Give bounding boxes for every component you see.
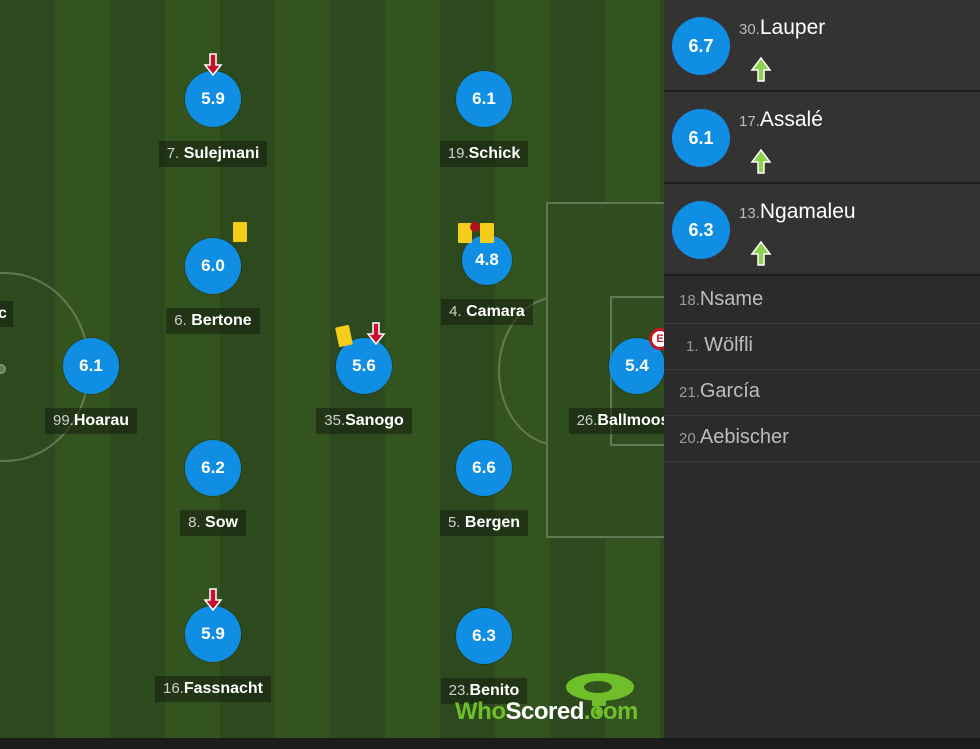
rating-badge: 6.3 <box>456 608 512 664</box>
arrow-up-icon <box>750 148 772 174</box>
player-camara[interactable]: 4.8 4. Camara <box>407 222 567 325</box>
arrow-down-icon <box>366 322 386 346</box>
sub-name: 17.Assalé <box>739 108 823 131</box>
player-benito[interactable]: 6.3 23.Benito <box>404 608 564 704</box>
player-schick[interactable]: 6.1 19.Schick <box>404 71 564 167</box>
player-bertone[interactable]: 6.0 6. Bertone <box>133 222 293 334</box>
player-name-label: 26.Ballmoos <box>568 408 664 434</box>
player-name-label: 99.Hoarau <box>45 408 137 434</box>
rating-badge: 6.1 <box>63 338 119 394</box>
whoscored-logo: WhoScored.com <box>455 668 655 732</box>
rating-badge: 6.1 <box>672 109 730 167</box>
bench-name: 21.García <box>679 380 760 402</box>
player-name-label: 5. Bergen <box>439 510 529 536</box>
yellow-card-icon <box>335 324 353 348</box>
center-spot <box>0 364 6 374</box>
rating-badge: 6.6 <box>456 440 512 496</box>
bench-name: 20.Aebischer <box>679 426 789 448</box>
rating-badge: 5.6 <box>336 338 392 394</box>
rating-badge: 6.2 <box>185 440 241 496</box>
arrow-down-icon <box>203 53 223 77</box>
rating-badge: 5.9 <box>185 71 241 127</box>
player-sanogo[interactable]: 5.6 35.Sanogo <box>284 322 444 434</box>
player-bergen[interactable]: 6.6 5. Bergen <box>404 440 564 536</box>
bench-row[interactable]: 1. Wölfli <box>664 324 980 370</box>
arrow-up-icon <box>750 56 772 82</box>
sub-name: 30.Lauper <box>739 16 826 39</box>
sub-row[interactable]: 6.1 17.Assalé <box>664 92 980 184</box>
pitch: c 5.9 7. Sulejmani 6.0 6. Bertone 6.1 99… <box>0 0 664 738</box>
bench-row[interactable]: 20.Aebischer <box>664 416 980 462</box>
player-sow[interactable]: 6.2 8. Sow <box>133 440 293 536</box>
bench-name: 1. Wölfli <box>686 334 753 356</box>
red-card-dot-icon <box>470 222 480 232</box>
player-name-label: 8. Sow <box>180 510 246 536</box>
rating-badge: 6.3 <box>672 201 730 259</box>
rating-badge: 5.4 <box>609 338 664 394</box>
bench-row[interactable]: 18.Nsame <box>664 278 980 324</box>
bench-name: 18.Nsame <box>679 288 764 310</box>
arrow-up-icon <box>750 240 772 266</box>
rating-badge: 4.8 <box>462 235 512 285</box>
rating-badge: 6.0 <box>185 238 241 294</box>
bottom-bar <box>0 738 980 749</box>
rating-badge: 6.1 <box>456 71 512 127</box>
yellow-card-icon <box>480 223 494 243</box>
player-ballmoos[interactable]: 5.4 E 26.Ballmoos <box>557 328 664 434</box>
player-name-label: 23.Benito <box>440 678 528 704</box>
player-name-label: 6. Bertone <box>166 308 260 334</box>
substitutes-panel: 6.7 30.Lauper 6.1 17.Assalé 6.3 13.Ngama… <box>664 0 980 738</box>
rating-badge: 5.9 <box>185 606 241 662</box>
partial-player-label: c <box>0 301 13 327</box>
sub-name: 13.Ngamaleu <box>739 200 856 223</box>
player-name-label: 35.Sanogo <box>316 408 412 434</box>
error-icon: E <box>649 328 664 350</box>
player-sulejmani[interactable]: 5.9 7. Sulejmani <box>133 53 293 167</box>
sub-row[interactable]: 6.3 13.Ngamaleu <box>664 184 980 276</box>
arrow-down-icon <box>203 588 223 612</box>
player-hoarau[interactable]: 6.1 99.Hoarau <box>11 338 171 434</box>
question-mark-logo-icon <box>566 673 634 716</box>
player-name-label: 7. Sulejmani <box>158 141 268 167</box>
player-name-label: 16.Fassnacht <box>155 676 271 702</box>
yellow-card-icon <box>458 223 472 243</box>
logo-text: WhoScored.com <box>455 698 638 725</box>
yellow-card-icon <box>233 222 247 242</box>
rating-badge: 6.7 <box>672 17 730 75</box>
sub-row[interactable]: 6.7 30.Lauper <box>664 0 980 92</box>
player-name-label: 4. Camara <box>441 299 533 325</box>
player-fassnacht[interactable]: 5.9 16.Fassnacht <box>133 588 293 702</box>
bench-row[interactable]: 21.García <box>664 370 980 416</box>
player-name-label: 19.Schick <box>439 141 529 167</box>
